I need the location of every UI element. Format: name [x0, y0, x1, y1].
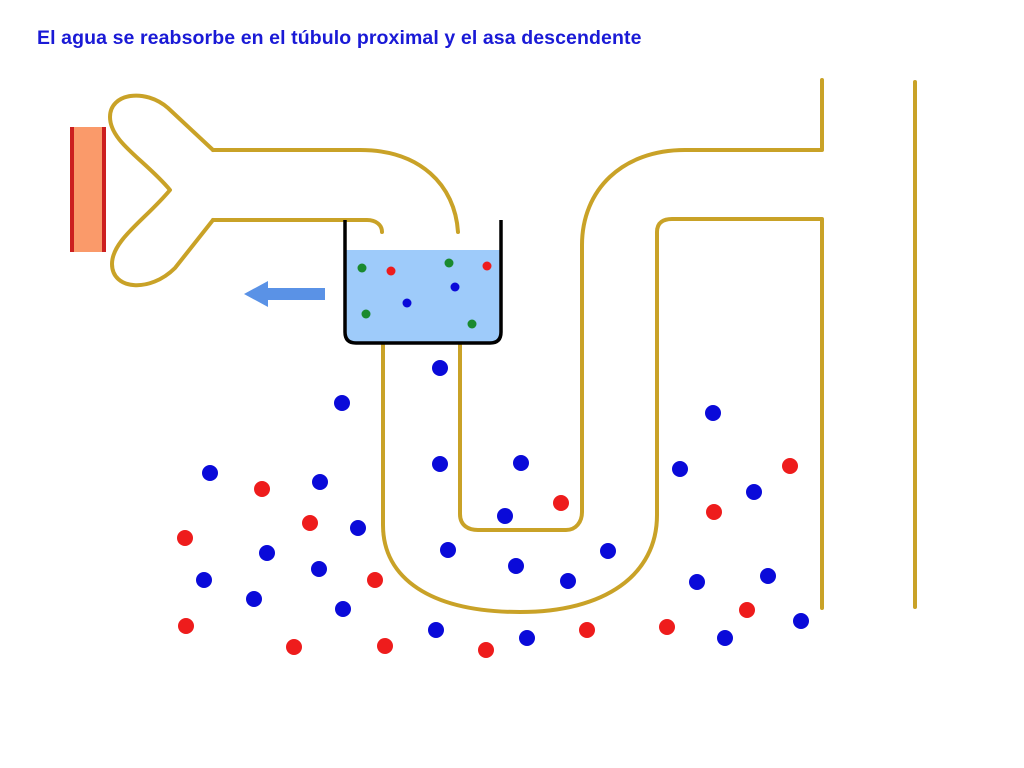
red-solute: [706, 504, 722, 520]
blue-solute: [519, 630, 535, 646]
green-solute: [444, 258, 454, 268]
blue-solute: [440, 542, 456, 558]
blue-solute: [196, 572, 212, 588]
blue-solute: [746, 484, 762, 500]
red-solute: [659, 619, 675, 635]
interstitial-solutes: [177, 360, 809, 658]
red-solute: [377, 638, 393, 654]
blue-solute: [311, 561, 327, 577]
proximal-tubule-inner-wall: [211, 218, 384, 234]
blue-solute: [793, 613, 809, 629]
blue-solute: [689, 574, 705, 590]
blue-solute: [246, 591, 262, 607]
red-solute: [177, 530, 193, 546]
blue-solute: [432, 456, 448, 472]
blue-solute: [335, 601, 351, 617]
blue-solute: [508, 558, 524, 574]
red-solute: [579, 622, 595, 638]
red-solute: [367, 572, 383, 588]
filtrate-beaker: [343, 220, 503, 345]
blue-solute: [334, 395, 350, 411]
loop-of-henle-outer-wall: [381, 217, 824, 614]
blue-solute: [450, 282, 460, 292]
blue-solute: [672, 461, 688, 477]
green-solute: [361, 309, 371, 319]
red-solute: [254, 481, 270, 497]
arrow-left-icon: [244, 281, 325, 307]
red-solute: [739, 602, 755, 618]
blue-solute: [760, 568, 776, 584]
blue-solute: [202, 465, 218, 481]
tubule: [108, 78, 917, 614]
blue-solute: [497, 508, 513, 524]
blue-solute: [432, 360, 448, 376]
blue-solute: [312, 474, 328, 490]
red-solute: [482, 261, 492, 271]
proximal-tubule-outer-wall: [211, 148, 460, 234]
beaker-outline: [343, 220, 503, 345]
blue-solute: [402, 298, 412, 308]
filtrate-water: [345, 250, 501, 343]
slide-title: El agua se reabsorbe en el túbulo proxim…: [37, 27, 642, 49]
red-solute: [386, 266, 396, 276]
red-solute: [478, 642, 494, 658]
filtrate-solutes: [357, 258, 492, 329]
blood-vessel: [70, 127, 106, 252]
bowman-capsule: [108, 93, 215, 288]
red-solute: [782, 458, 798, 474]
blue-solute: [513, 455, 529, 471]
loop-of-henle-inner-wall: [458, 78, 824, 532]
blue-solute: [717, 630, 733, 646]
blue-solute: [350, 520, 366, 536]
vessel-lumen: [72, 127, 104, 252]
green-solute: [357, 263, 367, 273]
green-solute: [467, 319, 477, 329]
blue-solute: [428, 622, 444, 638]
red-solute: [302, 515, 318, 531]
blue-solute: [600, 543, 616, 559]
red-solute: [286, 639, 302, 655]
blue-solute: [560, 573, 576, 589]
red-solute: [178, 618, 194, 634]
blue-solute: [705, 405, 721, 421]
blue-solute: [259, 545, 275, 561]
red-solute: [553, 495, 569, 511]
